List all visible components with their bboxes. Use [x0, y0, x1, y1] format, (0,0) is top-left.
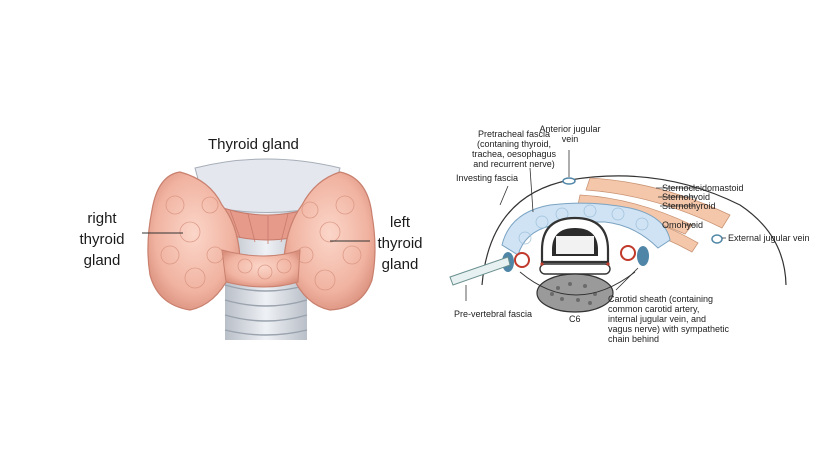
lobule-texture: [160, 195, 362, 291]
thyroid-lobules: [518, 204, 649, 245]
c6-label: C6: [569, 314, 581, 324]
leader-lines: [465, 150, 726, 301]
prevertebral-fascia-label: Pre-vertebral fascia: [454, 309, 533, 319]
label-line: Pretracheal fascia: [477, 129, 551, 139]
anterior-jugular-vein: [562, 177, 576, 185]
investing-fascia-label: Investing fascia: [456, 173, 519, 183]
sternocleidomastoid-muscle: [585, 177, 731, 229]
label-line: thyroid: [377, 235, 423, 252]
label-line: vagus nerve) with sympathetic: [608, 324, 730, 334]
label-line: gland: [381, 256, 419, 273]
prevertebral-fascia: [519, 271, 636, 296]
carotid-sheath-label: Carotid sheath (containing common caroti…: [608, 294, 729, 344]
vertebra-texture: [550, 282, 597, 305]
label-line: common carotid artery,: [608, 304, 700, 314]
needle: [449, 256, 511, 286]
c6-vertebra: [536, 273, 614, 313]
pretracheal-fascia-label: Pretracheal fascia (contaning thyroid, t…: [454, 129, 574, 169]
left-thyroid-gland-label: left thyroid gland: [370, 212, 430, 275]
label-line: Anterior jugular: [539, 124, 601, 134]
anterior-jugular-vein-label: Anterior jugular vein: [530, 124, 610, 144]
oesophagus: [539, 263, 611, 275]
sternothyroid-label: Sternothyroid: [662, 201, 716, 211]
label-line: left: [389, 214, 410, 231]
investing-fascia: [481, 175, 787, 286]
label-line: thyroid: [79, 231, 125, 248]
sternohyoid-label: Sternohyoid: [662, 192, 711, 202]
left-lobe: [283, 171, 376, 311]
label-line: (contaning thyroid,: [476, 139, 552, 149]
label-line: vein: [561, 134, 579, 144]
label-line: gland: [83, 252, 121, 269]
sternocleidomastoid-label: Sternocleidomastoid: [662, 183, 744, 193]
thyroid-gland-title: Thyroid gland: [208, 136, 299, 153]
cross-section-drawing: [449, 150, 787, 313]
right-carotid-sheath: [620, 245, 649, 266]
isthmus: [221, 249, 301, 288]
omohyoid-label: Omohyoid: [662, 220, 704, 230]
neck-cross-section-diagram: Pretracheal fascia (contaning thyroid, t…: [430, 0, 825, 463]
external-jugular-vein: [711, 234, 723, 244]
label-line: chain behind: [608, 334, 660, 344]
label-line: and recurrent nerve): [473, 159, 555, 169]
external-jugular-vein-label: External jugular vein: [728, 233, 810, 243]
thyroid-gland-illustration: Thyroid gland right thyroid gland left t…: [62, 136, 430, 340]
label-line: trachea, oesophagus: [471, 149, 557, 159]
right-thyroid-gland-label: right thyroid gland: [62, 208, 142, 271]
label-line: right: [87, 210, 117, 227]
thyroid-drawing: [142, 158, 376, 340]
label-line: Carotid sheath (containing: [608, 294, 714, 304]
label-line: internal jugular vein, and: [608, 314, 707, 324]
